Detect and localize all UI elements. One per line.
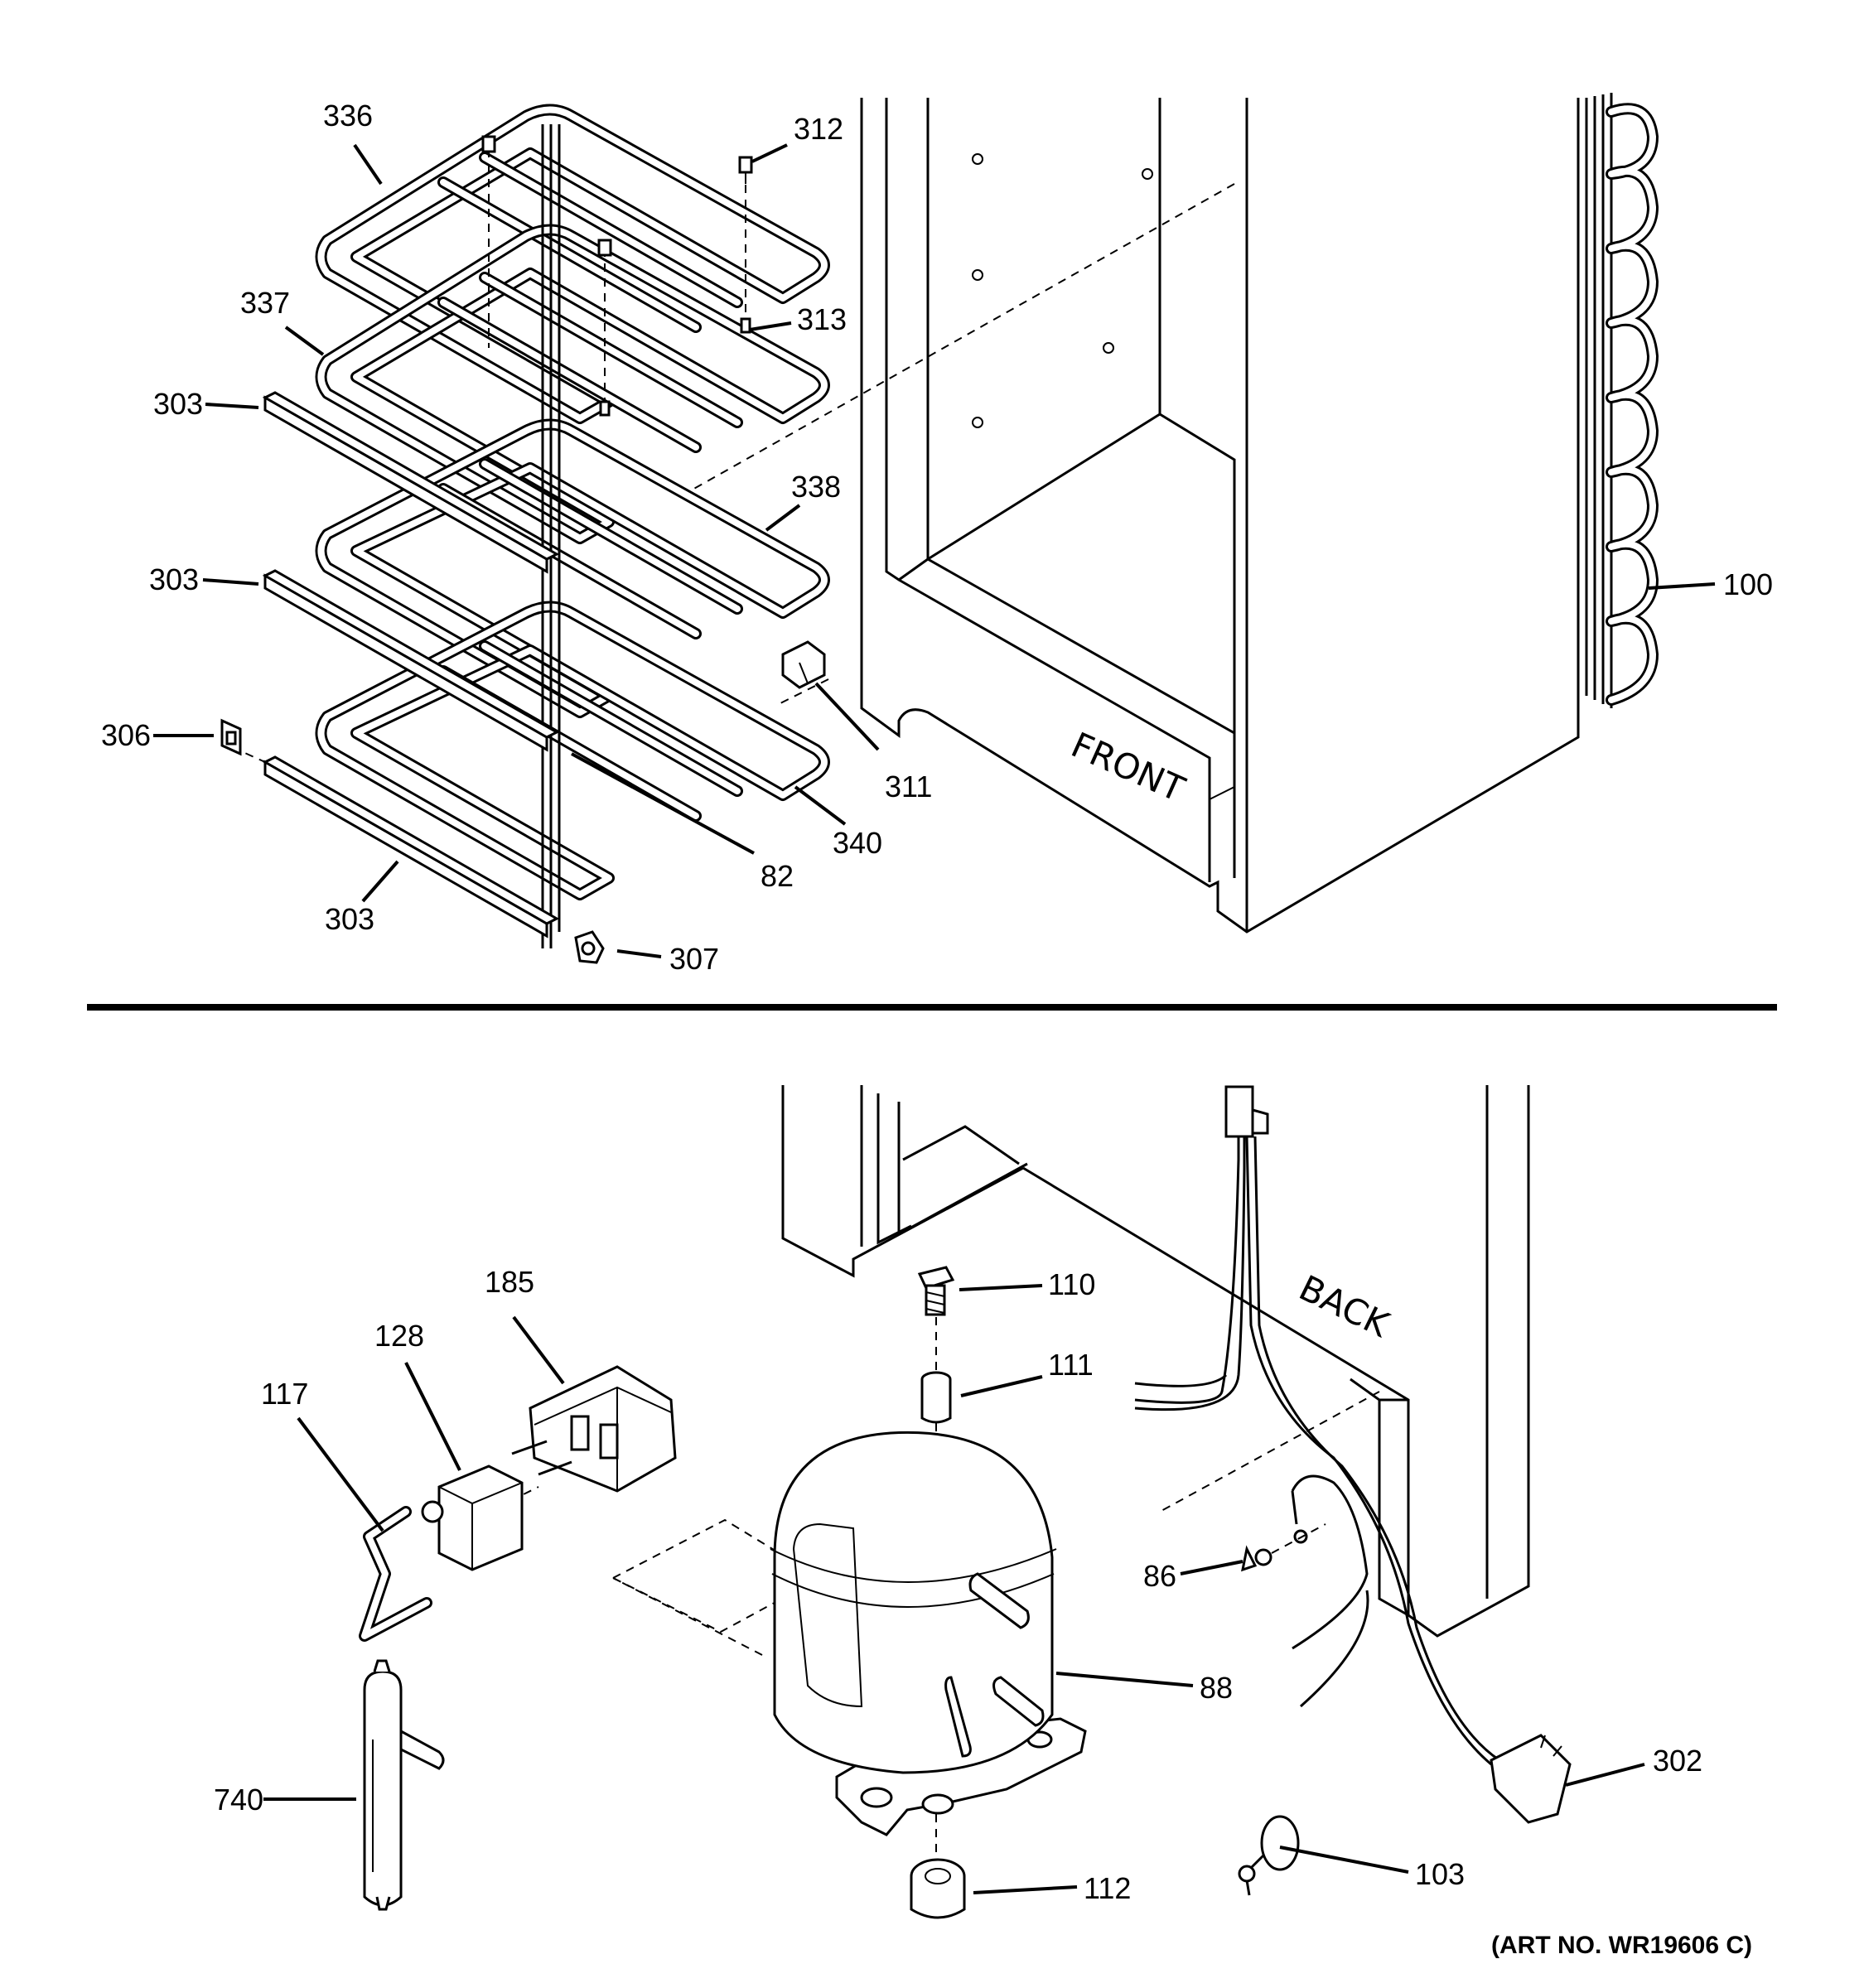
evaporator-shelf-336 xyxy=(315,104,830,424)
clip-part-307 xyxy=(574,930,605,964)
power-cord-part-302 xyxy=(1134,1085,1572,1824)
callout-103: 103 xyxy=(1415,1857,1465,1891)
callout-338: 338 xyxy=(791,470,841,504)
callout-112: 112 xyxy=(1084,1871,1131,1905)
cabinet-back xyxy=(781,1085,1530,1638)
back-label: BACK xyxy=(1293,1267,1397,1346)
cabinet-liner xyxy=(678,98,1580,934)
callout-100: 100 xyxy=(1723,567,1773,601)
callout-82: 82 xyxy=(761,859,794,893)
bolt-part-110 xyxy=(917,1266,955,1316)
leader-lines-upper xyxy=(153,143,1716,958)
callout-740: 740 xyxy=(214,1783,263,1817)
callout-302: 302 xyxy=(1653,1744,1702,1778)
clip-part-306 xyxy=(220,718,242,756)
leader-lines-lower xyxy=(263,1284,1645,1894)
screw-part-313 xyxy=(599,317,751,417)
callout-313: 313 xyxy=(797,302,847,336)
compressor-part-88 xyxy=(770,1431,1087,1836)
callout-337: 337 xyxy=(240,286,290,320)
callout-303-mid: 303 xyxy=(149,562,199,596)
callout-312: 312 xyxy=(794,112,843,146)
overload-part-128 xyxy=(421,1464,524,1571)
heater-rail-303-top xyxy=(262,391,560,574)
callout-340: 340 xyxy=(833,826,882,860)
callout-86: 86 xyxy=(1143,1559,1176,1593)
bracket-part-311 xyxy=(781,640,826,689)
heater-rail-303-mid xyxy=(262,569,560,752)
callout-110: 110 xyxy=(1048,1267,1095,1301)
callout-88: 88 xyxy=(1200,1671,1233,1705)
callout-128: 128 xyxy=(374,1319,424,1353)
drier-part-740 xyxy=(363,1659,445,1911)
heater-rail-303-bottom xyxy=(262,755,560,939)
art-number: (ART NO. WR19606 C) xyxy=(1491,1932,1752,1959)
screw-part-312 xyxy=(738,156,753,184)
callout-111: 111 xyxy=(1048,1348,1094,1382)
callout-185: 185 xyxy=(485,1265,534,1299)
callout-303-bottom: 303 xyxy=(325,902,374,936)
tubing-part-82 xyxy=(541,124,561,948)
clamp-part-103 xyxy=(1238,1815,1300,1896)
grommet-part-112 xyxy=(910,1858,966,1919)
callout-311: 311 xyxy=(885,770,932,803)
condenser-coil-part-100 xyxy=(1577,93,1659,708)
callout-303-top: 303 xyxy=(153,387,203,421)
callout-307: 307 xyxy=(669,942,719,976)
section-divider xyxy=(87,1004,1777,1011)
callout-336: 336 xyxy=(323,99,373,133)
relay-part-185 xyxy=(511,1365,677,1493)
callout-306: 306 xyxy=(101,718,151,752)
spacer-part-111 xyxy=(920,1371,952,1424)
callout-117: 117 xyxy=(261,1377,308,1411)
ground-screw-part-86 xyxy=(1241,1529,1308,1572)
